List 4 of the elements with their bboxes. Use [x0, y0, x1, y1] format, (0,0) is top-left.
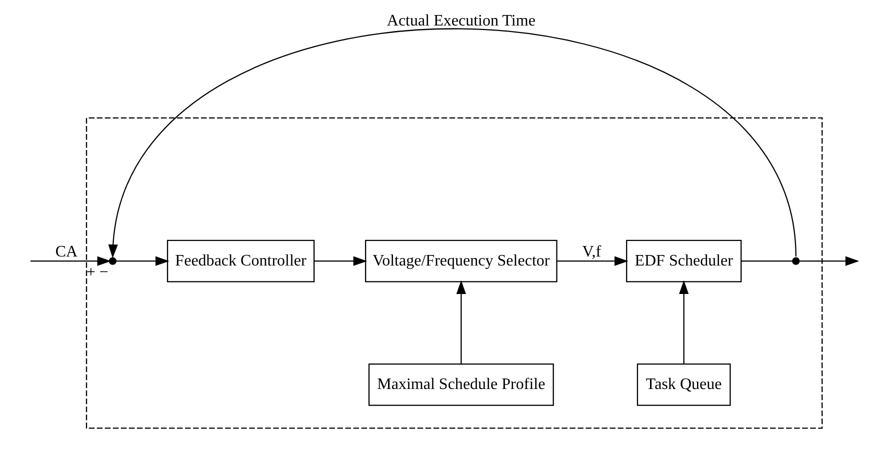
edge-label: Actual Execution Time: [386, 12, 536, 30]
edge-label: V,f: [582, 244, 602, 261]
node-label: + −: [86, 264, 108, 282]
edge-label: CA: [55, 244, 78, 261]
